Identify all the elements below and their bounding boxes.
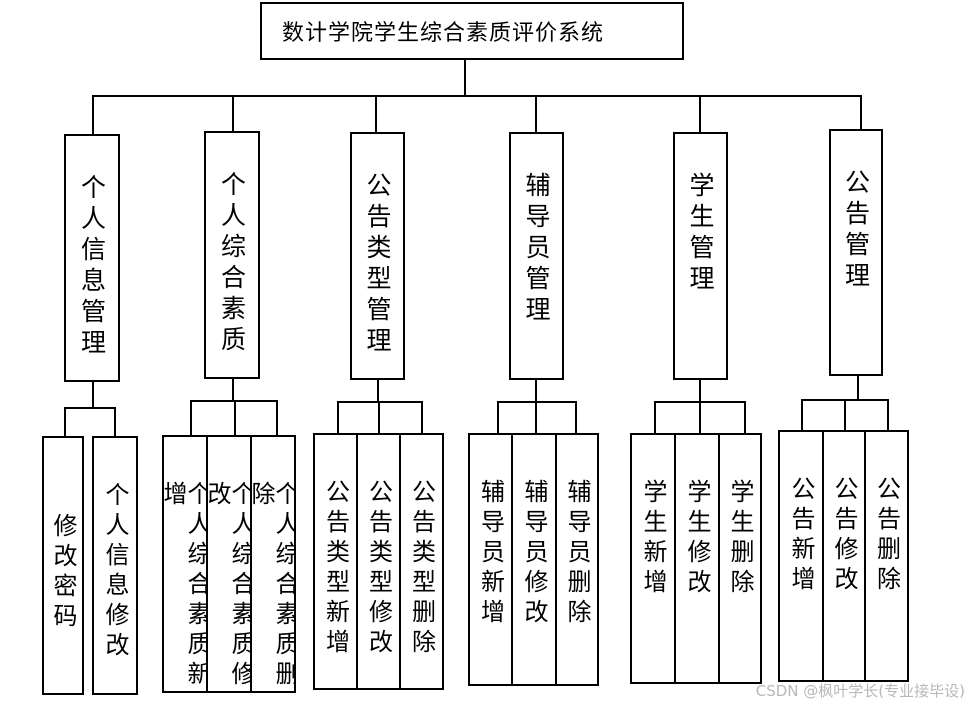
function-label: 学生修改 (683, 479, 711, 599)
child-drop-line (535, 401, 537, 434)
child-drop-line (92, 381, 94, 409)
module-drop-line (232, 95, 234, 132)
function-box: 学生新增 (630, 433, 676, 684)
function-box: 个人综合素质新增 (162, 435, 208, 693)
child-drop-line (575, 401, 577, 434)
function-label: 个人综合素质删除 (250, 481, 296, 691)
child-drop-line (232, 378, 234, 402)
child-drop-line (535, 379, 537, 403)
child-drop-line (844, 399, 846, 431)
root-trunk-line (464, 60, 466, 97)
function-label: 个人信息修改 (101, 482, 129, 662)
function-box: 公告删除 (864, 430, 909, 682)
child-drop-line (654, 401, 656, 434)
function-label: 辅导员新增 (476, 479, 505, 629)
function-label: 学生新增 (639, 479, 667, 599)
watermark-text: CSDN @枫叶学长(专业接毕设) (755, 682, 965, 700)
module-label: 辅导员管理 (522, 172, 551, 327)
child-bus-line (337, 401, 423, 403)
function-box: 公告新增 (778, 430, 824, 682)
module-box: 个人综合素质 (204, 131, 260, 379)
root-node: 数计学院学生综合素质评价系统 (260, 2, 684, 60)
function-label: 公告类型新增 (321, 479, 350, 659)
function-label: 公告修改 (830, 476, 858, 596)
function-label: 学生删除 (726, 479, 754, 599)
function-label: 个人综合素质修改 (206, 481, 252, 691)
module-box: 辅导员管理 (509, 132, 564, 380)
child-drop-line (64, 407, 66, 437)
function-box: 辅导员新增 (468, 433, 513, 686)
module-label: 公告类型管理 (363, 172, 392, 358)
child-drop-line (421, 401, 423, 434)
child-drop-line (744, 401, 746, 434)
function-label: 辅导员修改 (520, 479, 548, 629)
child-drop-line (699, 401, 701, 434)
child-drop-line (801, 399, 803, 431)
module-drop-line (92, 95, 94, 135)
root-title: 数计学院学生综合素质评价系统 (282, 21, 605, 46)
function-box: 个人综合素质删除 (250, 435, 296, 693)
function-box: 修改密码 (42, 436, 84, 695)
module-drop-line (699, 95, 701, 133)
module-box: 公告类型管理 (350, 132, 405, 380)
child-drop-line (887, 399, 889, 431)
function-box: 个人综合素质修改 (206, 435, 252, 693)
function-box: 学生修改 (674, 433, 720, 684)
module-drop-line (375, 95, 377, 133)
module-drop-line (860, 95, 862, 130)
function-box: 公告类型新增 (313, 433, 358, 690)
function-label: 公告新增 (787, 476, 815, 596)
function-label: 公告类型删除 (407, 479, 436, 659)
module-box: 个人信息管理 (64, 134, 120, 382)
child-bus-line (497, 401, 577, 403)
child-drop-line (114, 407, 116, 437)
child-drop-line (337, 401, 339, 434)
function-box: 学生删除 (718, 433, 762, 684)
function-label: 公告类型修改 (364, 479, 393, 659)
child-drop-line (857, 375, 859, 401)
child-drop-line (497, 401, 499, 434)
module-drop-line (535, 95, 537, 133)
module-box: 公告管理 (829, 129, 883, 376)
function-box: 公告类型修改 (356, 433, 401, 690)
function-box: 个人信息修改 (92, 436, 138, 695)
child-drop-line (378, 401, 380, 434)
function-box: 公告类型删除 (399, 433, 444, 690)
child-drop-line (699, 379, 701, 403)
main-bus-line (92, 95, 862, 97)
child-drop-line (377, 379, 379, 403)
function-label: 修改密码 (49, 513, 77, 633)
function-box: 辅导员删除 (555, 433, 599, 686)
child-bus-line (64, 407, 116, 409)
function-label: 辅导员删除 (563, 479, 591, 629)
module-label: 学生管理 (686, 172, 715, 296)
function-label: 公告删除 (872, 476, 901, 596)
child-drop-line (276, 400, 278, 436)
module-label: 个人综合素质 (217, 171, 247, 357)
child-drop-line (234, 400, 236, 436)
child-drop-line (190, 400, 192, 436)
function-label: 个人综合素质新增 (162, 481, 208, 691)
module-box: 学生管理 (673, 132, 728, 380)
module-label: 公告管理 (841, 169, 871, 293)
function-box: 辅导员修改 (511, 433, 557, 686)
function-box: 公告修改 (822, 430, 866, 682)
module-label: 个人信息管理 (77, 174, 107, 360)
